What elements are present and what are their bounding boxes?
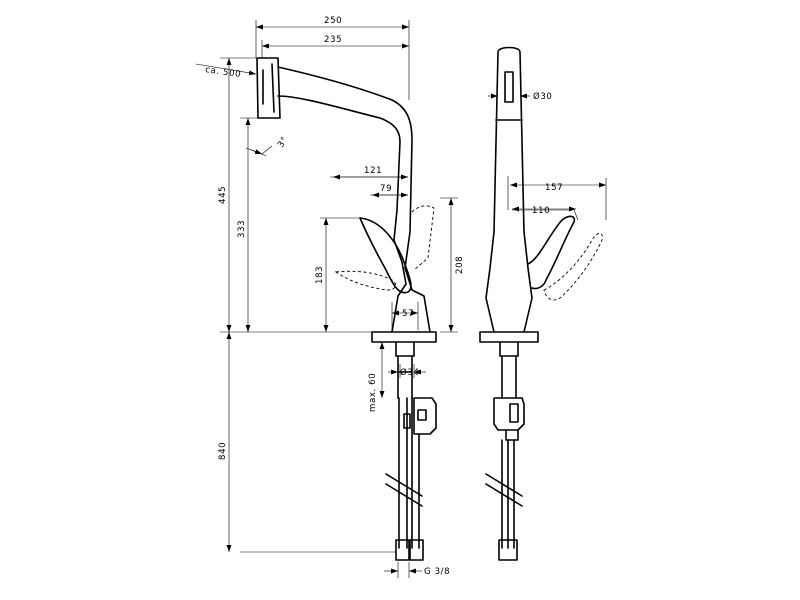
front-deck-plate (371, 331, 437, 343)
dim-width-250: 250 (324, 16, 342, 26)
dimension-lines (195, 20, 607, 578)
front-lever (359, 217, 412, 294)
dim-angle-3: 3° (276, 135, 290, 150)
front-shank (395, 341, 415, 399)
dim-diameter-30: Ø30 (533, 91, 553, 102)
side-mounting-nut (493, 397, 525, 441)
side-shank (499, 341, 519, 399)
front-lever-swing (334, 205, 435, 291)
dimension-labels: 250 235 ca. 500 3° 445 333 121 79 183 20… (205, 16, 563, 577)
side-view (479, 46, 603, 561)
dim-height-208: 208 (455, 256, 465, 274)
dim-ca-500: ca. 500 (205, 65, 242, 80)
side-lever (527, 215, 576, 290)
side-hose-fitting (498, 539, 518, 561)
dim-thread-g38: G 3/8 (424, 567, 450, 577)
dim-diameter-34: Ø34 (400, 367, 420, 378)
side-spray-slot (504, 71, 514, 103)
dim-height-183: 183 (315, 266, 325, 284)
side-break-marks (485, 473, 523, 507)
dim-depth-110: 110 (532, 206, 550, 216)
dim-max-60: max. 60 (368, 373, 378, 412)
side-deck-plate (479, 331, 539, 343)
side-lever-swing (543, 232, 603, 301)
dim-height-445: 445 (218, 186, 228, 204)
dim-depth-157: 157 (545, 183, 563, 193)
front-spray-head (256, 57, 281, 119)
front-hose-fittings (395, 413, 424, 561)
front-spray-detail (262, 63, 275, 113)
dim-reach-79: 79 (380, 184, 392, 194)
dim-width-235: 235 (324, 35, 342, 45)
side-body (485, 46, 533, 333)
front-view (256, 57, 437, 561)
front-mounting-nut (413, 397, 437, 435)
dim-height-333: 333 (237, 220, 247, 238)
dim-length-840: 840 (218, 442, 228, 460)
dim-base-57: 57 (402, 309, 414, 319)
front-spout-body (277, 66, 431, 333)
front-break-marks (385, 473, 423, 507)
front-hoses (398, 397, 420, 549)
dim-reach-121: 121 (364, 166, 382, 176)
